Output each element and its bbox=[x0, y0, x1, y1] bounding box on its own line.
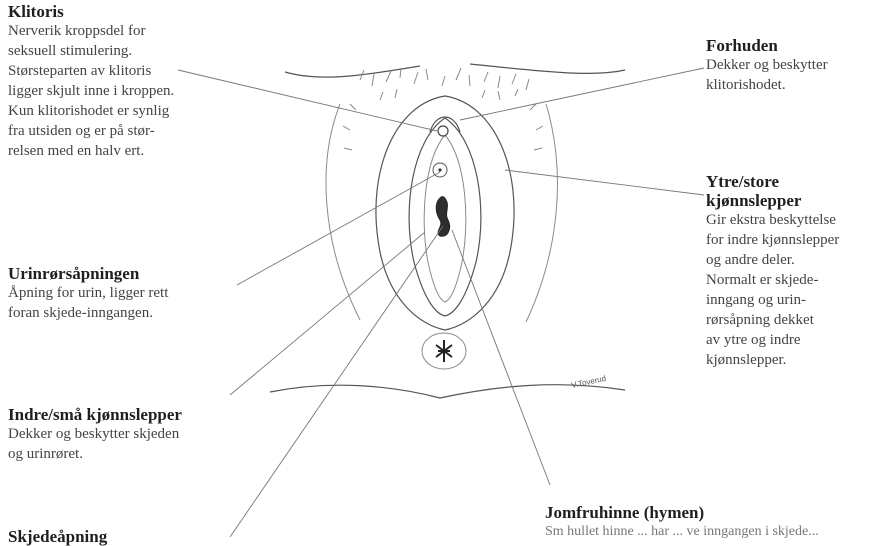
ytre-line: inngang og urin- bbox=[706, 292, 806, 308]
klitoris-title: Klitoris bbox=[8, 2, 278, 21]
klitoris-line: Størsteparten av klitoris bbox=[8, 63, 151, 79]
leader-ytre bbox=[505, 170, 704, 195]
forhuden-text: Dekker og beskytter klitorishodet. bbox=[706, 55, 886, 95]
anus bbox=[436, 340, 452, 362]
urinror-title: Urinrørsåpningen bbox=[8, 264, 258, 283]
ytre-title-line: kjønnslepper bbox=[706, 191, 801, 210]
indre-line: Dekker og beskytter skjeden bbox=[8, 426, 179, 442]
klitoris-line: ligger skjult inne i kroppen. bbox=[8, 83, 174, 99]
indre-title: Indre/små kjønnslepper bbox=[8, 405, 268, 424]
urinror-text: Åpning for urin, ligger rett foran skjed… bbox=[8, 283, 258, 323]
label-klitoris: Klitoris Nerverik kroppsdel for seksuell… bbox=[8, 2, 278, 161]
urethral-dot bbox=[438, 168, 441, 171]
label-indre: Indre/små kjønnslepper Dekker og beskytt… bbox=[8, 405, 268, 464]
klitoris-line: Kun klitorishodet er synlig bbox=[8, 103, 169, 119]
ytre-line: av ytre og indre bbox=[706, 332, 801, 348]
forhuden-line: Dekker og beskytter bbox=[706, 57, 828, 73]
forhuden-line: klitorishodet. bbox=[706, 77, 786, 93]
indre-text: Dekker og beskytter skjeden og urinrøret… bbox=[8, 424, 268, 464]
urinror-line: Åpning for urin, ligger rett bbox=[8, 285, 168, 301]
right-thigh-line bbox=[526, 104, 557, 322]
label-ytre: Ytre/store kjønnslepper Gir ekstra besky… bbox=[706, 172, 888, 370]
ytre-title: Ytre/store kjønnslepper bbox=[706, 172, 888, 210]
ytre-title-line: Ytre/store bbox=[706, 172, 779, 191]
label-forhuden: Forhuden Dekker og beskytter klitorishod… bbox=[706, 36, 886, 95]
upper-left-contour bbox=[285, 66, 420, 77]
klitoris-line: seksuell stimulering. bbox=[8, 43, 132, 59]
forhuden-title: Forhuden bbox=[706, 36, 886, 55]
urinror-line: foran skjede-inngangen. bbox=[8, 305, 153, 321]
ytre-line: Gir ekstra beskyttelse bbox=[706, 212, 836, 228]
left-thigh-line bbox=[326, 104, 360, 320]
klitoris-line: fra utsiden og er på stør- bbox=[8, 123, 155, 139]
ytre-line: kjønnslepper. bbox=[706, 352, 786, 368]
klitoris-line: Nerverik kroppsdel for bbox=[8, 23, 145, 39]
ytre-line: rørsåpning dekket bbox=[706, 312, 814, 328]
leader-jomfru bbox=[452, 230, 550, 485]
klitoris-text: Nerverik kroppsdel for seksuell stimuler… bbox=[8, 21, 278, 161]
leader-forhuden bbox=[460, 68, 704, 120]
clitoris-glans bbox=[438, 126, 448, 136]
label-jomfru: Jomfruhinne (hymen) Sm hullet hinne ... … bbox=[545, 503, 885, 542]
leader-skjede bbox=[230, 226, 443, 537]
jomfru-text: Sm hullet hinne ... har ... ve inngangen… bbox=[545, 522, 885, 542]
ytre-line: Normalt er skjede- bbox=[706, 272, 818, 288]
upper-right-contour bbox=[470, 64, 625, 73]
vaginal-opening bbox=[436, 197, 449, 237]
leader-indre bbox=[230, 232, 425, 395]
ytre-line: for indre kjønnslepper bbox=[706, 232, 839, 248]
ytre-line: og andre deler. bbox=[706, 252, 795, 268]
klitoris-line: relsen med en halv ert. bbox=[8, 143, 144, 159]
jomfru-title: Jomfruhinne (hymen) bbox=[545, 503, 885, 522]
label-urinror: Urinrørsåpningen Åpning for urin, ligger… bbox=[8, 264, 258, 323]
indre-line: og urinrøret. bbox=[8, 446, 83, 462]
ytre-text: Gir ekstra beskyttelse for indre kjønnsl… bbox=[706, 210, 888, 370]
